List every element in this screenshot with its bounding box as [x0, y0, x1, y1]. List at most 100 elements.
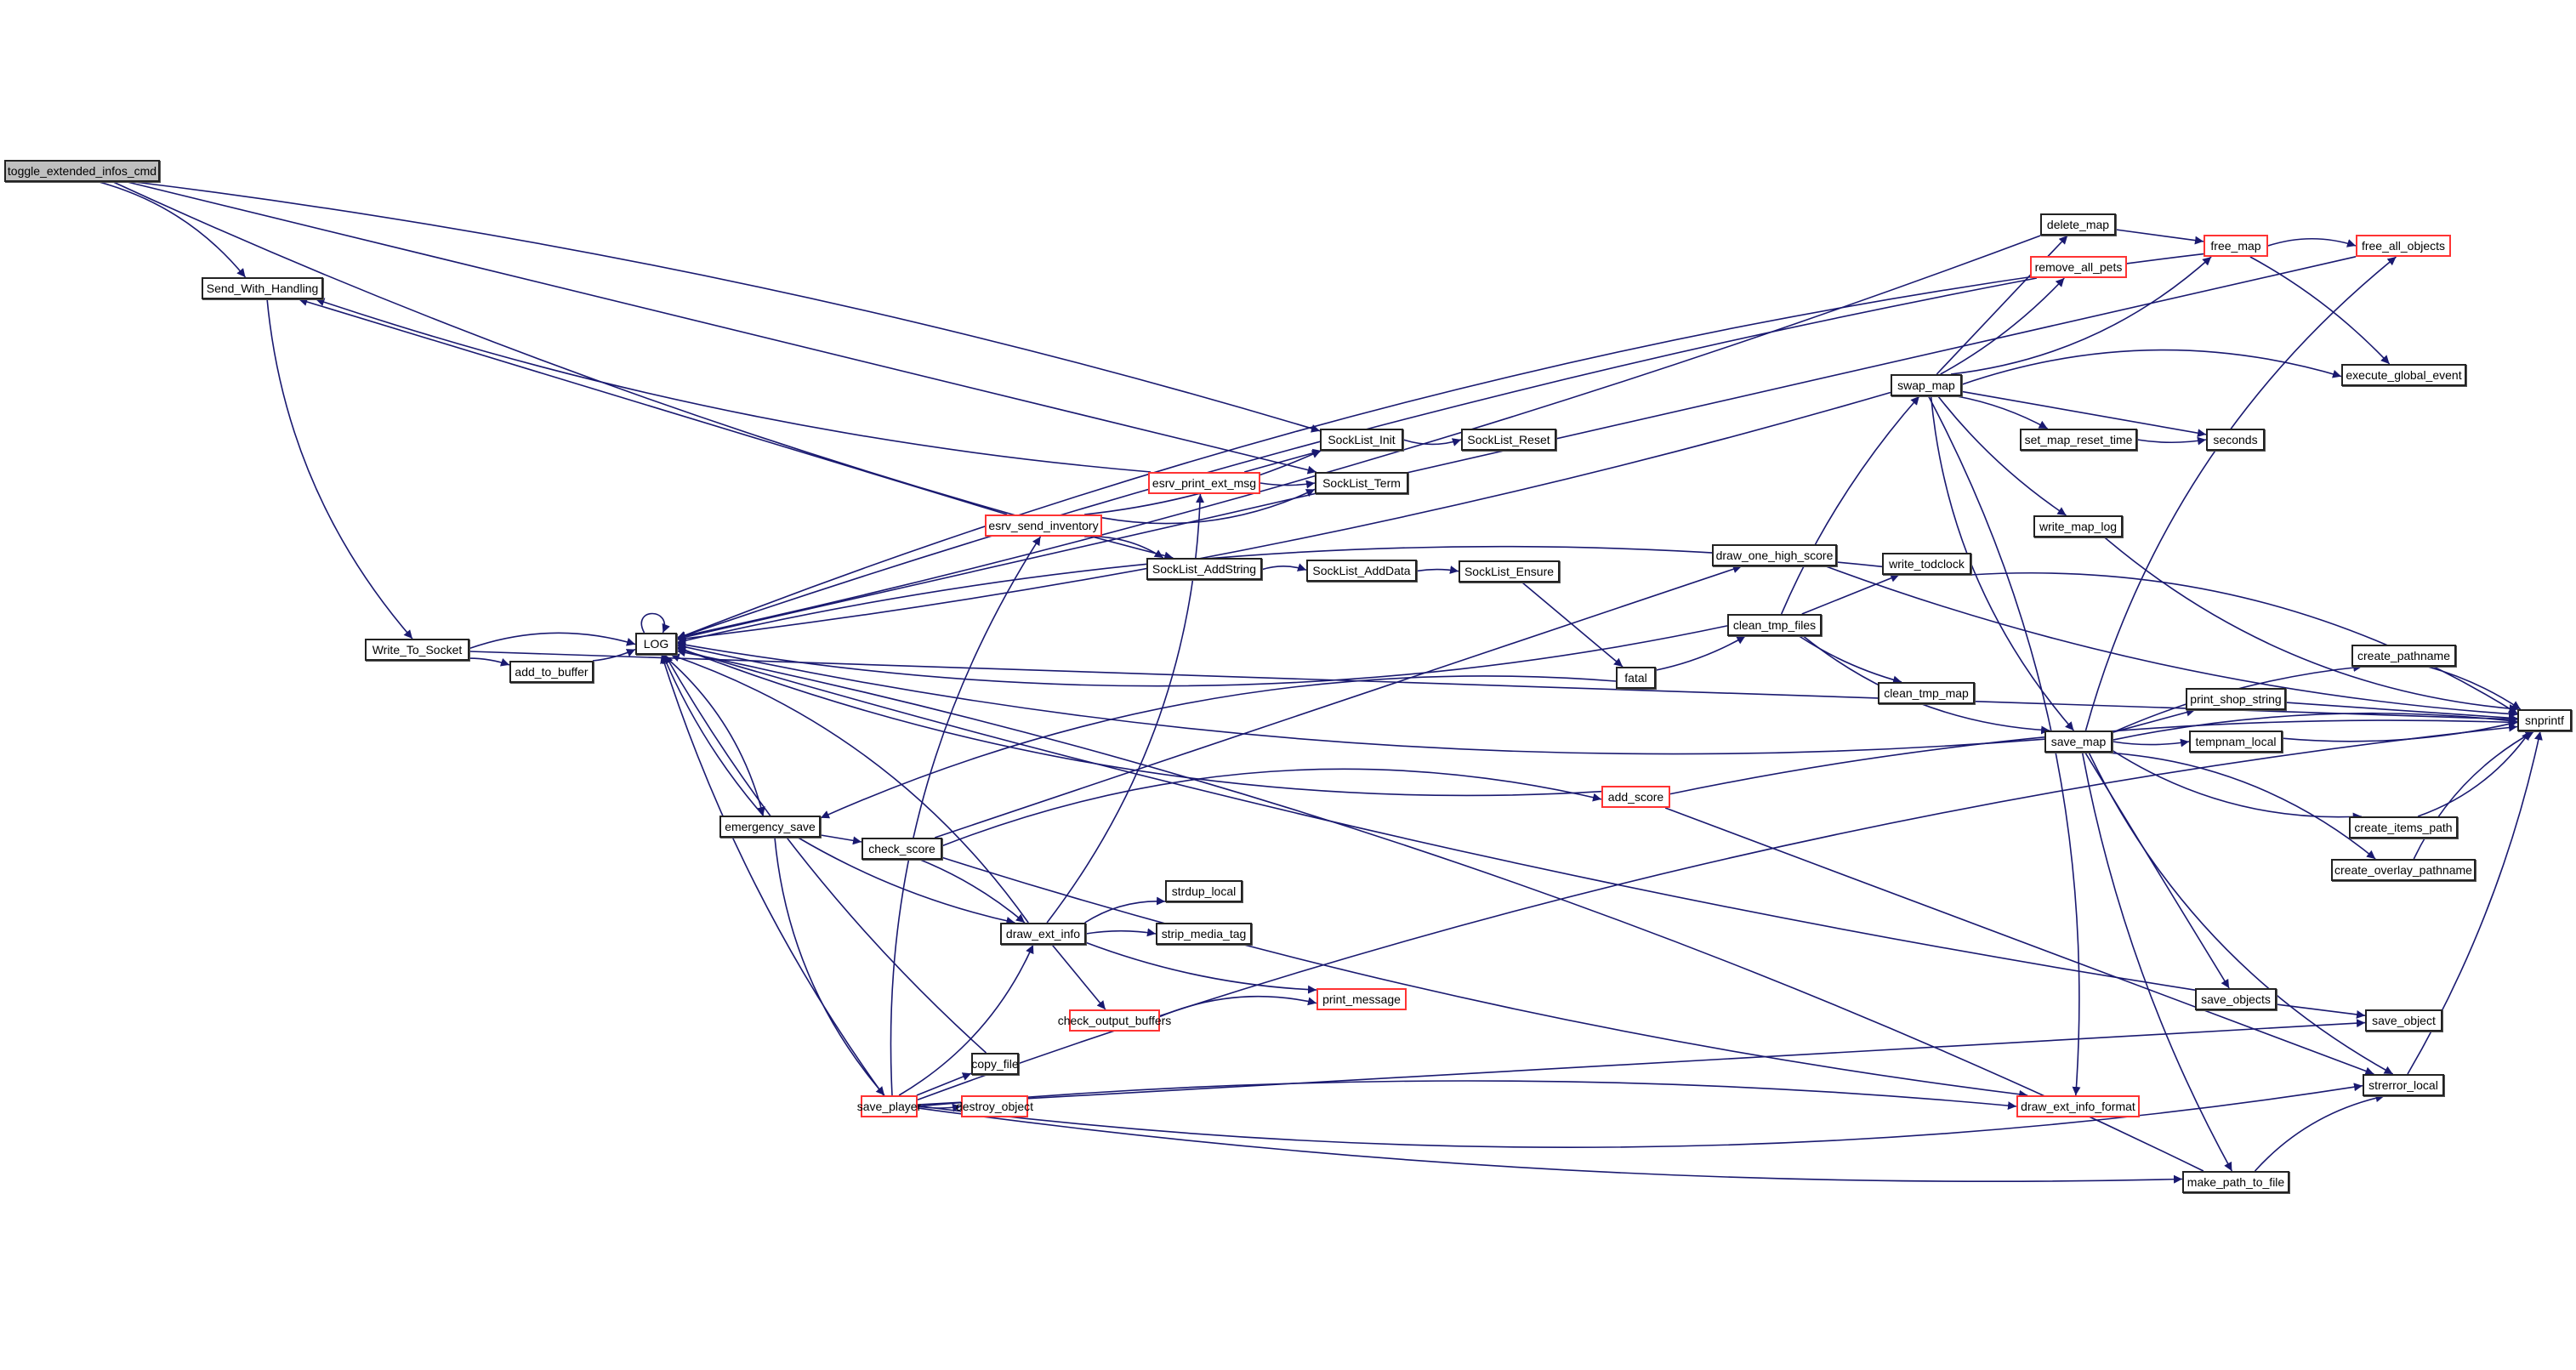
node-write-to-socket[interactable]: Write_To_Socket [365, 639, 469, 661]
edge-swap_map-to-write_map_log [1937, 395, 2067, 516]
edge-save_map-to-create_overlay_pathname [2106, 752, 2376, 860]
edge-write_map_log-to-snprintf [2104, 537, 2518, 713]
edge-save_map-to-snprintf [2112, 712, 2518, 741]
node-make-path-to-file[interactable]: make_path_to_file [2182, 1171, 2289, 1193]
node-print-shop-string[interactable]: print_shop_string [2186, 688, 2286, 710]
node-set-map-reset-time[interactable]: set_map_reset_time [2020, 429, 2137, 451]
node-strdup-local[interactable]: strdup_local [1165, 880, 1243, 902]
node-clean-tmp-files[interactable]: clean_tmp_files [1727, 614, 1822, 636]
node-save-objects[interactable]: save_objects [2195, 988, 2277, 1010]
node-print-message[interactable]: print_message [1316, 988, 1407, 1010]
edge-clean_tmp_files-to-log [676, 625, 1728, 687]
edge-save_player-to-snprintf [917, 723, 2518, 1100]
edge-save_objects-to-log [676, 646, 2196, 991]
edge-socklist_ensure-to-fatal [1521, 582, 1624, 668]
edge-esrv_print_ext_msg-to-socklist_init [1243, 448, 1322, 473]
node-draw-ext-info-format[interactable]: draw_ext_info_format [2016, 1095, 2140, 1117]
node-esrv-print-ext-msg[interactable]: esrv_print_ext_msg [1148, 472, 1260, 494]
node-create-overlay-pathname[interactable]: create_overlay_pathname [2331, 859, 2476, 881]
node-draw-ext-info[interactable]: draw_ext_info [1000, 923, 1086, 945]
node-save-object[interactable]: save_object [2365, 1009, 2442, 1032]
edge-save_map-to-log [676, 642, 2045, 755]
edge-add_score-to-log [676, 645, 1602, 797]
node-fatal[interactable]: fatal [1616, 667, 1656, 689]
edge-print_shop_string-to-snprintf [2285, 702, 2518, 723]
node-free-all-objects[interactable]: free_all_objects [2356, 235, 2451, 257]
node-remove-all-pets[interactable]: remove_all_pets [2030, 256, 2127, 278]
edge-swap_map-to-set_map_reset_time [1957, 395, 2048, 429]
node-check-score[interactable]: check_score [862, 838, 942, 860]
node-tempnam-local[interactable]: tempnam_local [2189, 730, 2283, 753]
edge-clean_tmp_files-to-write_todclock [1801, 574, 1900, 615]
node-socklist-addstring[interactable]: SockList_AddString [1146, 558, 1262, 580]
node-save-player[interactable]: save_player [857, 1095, 921, 1117]
edge-emergency_save-to-save_player [774, 837, 885, 1096]
node-delete-map[interactable]: delete_map [2040, 213, 2116, 236]
edge-emergency_save-to-check_score [820, 834, 862, 845]
node-clean-tmp-map[interactable]: clean_tmp_map [1878, 682, 1975, 704]
edge-socklist_adddata-to-socklist_ensure [1416, 566, 1459, 574]
node-socklist-term[interactable]: SockList_Term [1315, 472, 1408, 494]
edge-swap_map-to-execute_global_event [1961, 349, 2342, 385]
node-esrv-send-inventory[interactable]: esrv_send_inventory [985, 514, 1102, 537]
node-destroy-object[interactable]: destroy_object [956, 1095, 1033, 1117]
edge-add_to_buffer-to-log [592, 648, 636, 662]
edge-write_to_socket-to-add_to_buffer [469, 657, 510, 667]
node-socklist-adddata[interactable]: SockList_AddData [1306, 560, 1417, 582]
node-strip-media-tag[interactable]: strip_media_tag [1156, 923, 1252, 945]
edge-create_overlay_pathname-to-snprintf [2413, 730, 2535, 860]
edge-save_player-to-draw_ext_info_format [917, 1080, 2017, 1111]
edge-save_player-to-draw_ext_info [898, 944, 1034, 1096]
edge-draw_one_high_score-to-snprintf [1825, 566, 2518, 719]
edge-draw_ext_info-to-strdup_local [1084, 896, 1166, 924]
node-socklist-ensure[interactable]: SockList_Ensure [1459, 560, 1560, 583]
node-save-map[interactable]: save_map [2044, 730, 2113, 753]
edge-socklist_addstring-to-socklist_adddata [1261, 563, 1307, 571]
edge-remove_all_pets-to-log [676, 277, 2038, 640]
node-send-with-handling[interactable]: Send_With_Handling [202, 277, 323, 299]
edge-send_with_handling-to-write_to_socket [266, 298, 413, 640]
node-write-todclock[interactable]: write_todclock [1882, 553, 1971, 575]
node-swap-map[interactable]: swap_map [1891, 374, 1962, 396]
node-create-items-path[interactable]: create_items_path [2349, 816, 2458, 838]
edge-esrv_send_inventory-to-socklist_term [1101, 488, 1316, 525]
edge-check_score-to-draw_one_high_score [934, 565, 1743, 838]
edge-log-to-emergency_save [662, 654, 765, 816]
edge-check_score-to-draw_ext_info [919, 859, 1026, 924]
edge-fatal-to-emergency_save [820, 675, 1617, 819]
node-emergency-save[interactable]: emergency_save [719, 816, 821, 838]
edge-save_player-to-log [660, 654, 884, 1096]
edge-esrv_print_ext_msg-to-socklist_term [1260, 480, 1316, 489]
edge-save_objects-to-save_object [2276, 1003, 2366, 1019]
edge-save_map-to-strerror_local [2088, 752, 2394, 1075]
node-execute-global-event[interactable]: execute_global_event [2341, 364, 2466, 386]
edge-log-to-log [640, 612, 670, 634]
node-create-pathname[interactable]: create_pathname [2351, 645, 2456, 667]
edge-toggle-to-socklist_term [127, 181, 1316, 475]
node-add-score[interactable]: add_score [1601, 786, 1670, 808]
node-seconds[interactable]: seconds [2206, 429, 2265, 451]
node-socklist-init[interactable]: SockList_Init [1320, 429, 1403, 451]
node-write-map-log[interactable]: write_map_log [2033, 515, 2123, 537]
edge-save_player-to-copy_file [916, 1072, 972, 1096]
edge-make_path_to_file-to-strerror_local [2254, 1094, 2385, 1172]
node-draw-one-high-score[interactable]: draw_one_high_score [1712, 544, 1837, 566]
edge-toggle-to-send_with_handling [99, 181, 247, 278]
node-copy-file[interactable]: copy_file [971, 1053, 1019, 1075]
edge-swap_map-to-log [676, 391, 1891, 643]
edge-copy_file-to-log [664, 654, 987, 1054]
edge-save_map-to-make_path_to_file [2081, 752, 2233, 1172]
node-add-to-buffer[interactable]: add_to_buffer [509, 661, 594, 683]
node-toggle-extended-infos-cmd[interactable]: toggle_extended_infos_cmd [4, 160, 160, 182]
node-free-map[interactable]: free_map [2204, 235, 2268, 257]
edge-save_map-to-free_all_objects [2084, 256, 2397, 731]
edge-write_to_socket-to-log [469, 632, 636, 650]
edge-swap_map-to-seconds [1961, 390, 2207, 438]
node-check-output-buffers[interactable]: check_output_buffers [1058, 1009, 1171, 1032]
node-strerror-local[interactable]: strerror_local [2363, 1074, 2444, 1096]
node-socklist-reset[interactable]: SockList_Reset [1461, 429, 1556, 451]
node-snprintf[interactable]: snprintf [2517, 709, 2572, 731]
node-log[interactable]: LOG [635, 633, 677, 655]
edge-swap_map-to-remove_all_pets [1940, 277, 2065, 375]
edge-create_items_path-to-snprintf [2417, 730, 2531, 817]
